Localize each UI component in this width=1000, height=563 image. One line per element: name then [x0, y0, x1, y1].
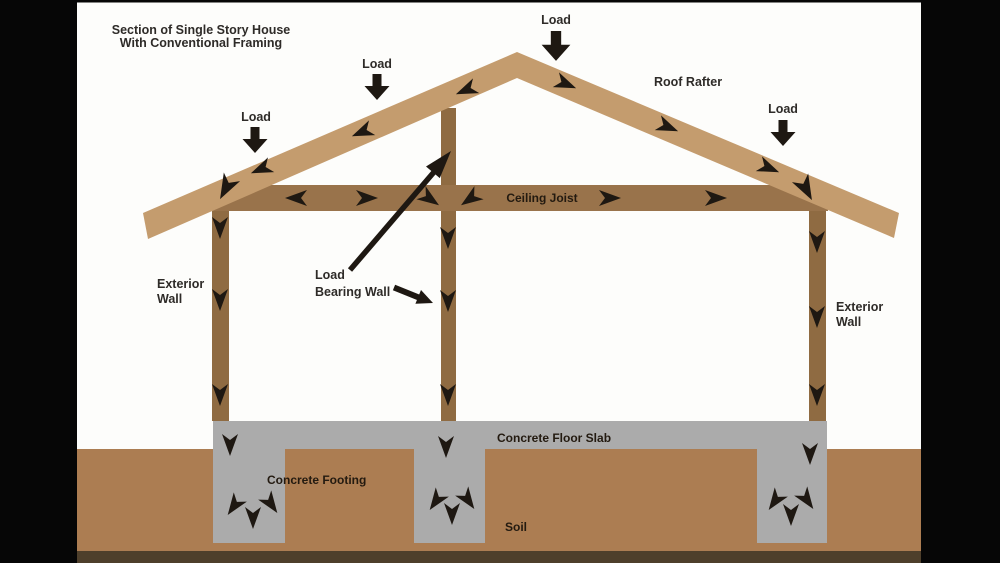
exterior-wall-right	[809, 190, 826, 421]
load-bearing-wall-short-arrow-head	[415, 290, 433, 304]
label-exterior-wall-right-line2: Wall	[836, 315, 861, 329]
top-border-line	[0, 0, 1000, 3]
label-exterior-wall-left-line1: Exterior	[157, 277, 204, 291]
label-load-midleft: Load	[362, 57, 392, 71]
label-concrete-footing: Concrete Footing	[267, 473, 366, 487]
load-bearing-wall-pointer-shaft	[347, 170, 437, 272]
label-load-bearing-wall-line2: Bearing Wall	[315, 285, 390, 299]
concrete-footing-center	[414, 421, 485, 543]
label-load-left: Load	[241, 110, 271, 124]
label-load-right: Load	[768, 102, 798, 116]
load-bearing-wall-pointers	[347, 151, 451, 304]
diagram-title-line2: With Conventional Framing	[120, 36, 282, 50]
label-soil: Soil	[505, 520, 527, 534]
load-bearing-wall-short-arrow-shaft	[392, 284, 422, 301]
label-exterior-wall-right-line1: Exterior	[836, 300, 883, 314]
label-ceiling-joist: Ceiling Joist	[506, 191, 577, 205]
roof-rafter-left	[143, 52, 517, 239]
concrete-floor-slab	[213, 421, 827, 449]
diagram-title-line1: Section of Single Story House	[112, 23, 291, 37]
label-load-top: Load	[541, 13, 571, 27]
label-concrete-floor-slab: Concrete Floor Slab	[497, 431, 611, 445]
label-roof-rafter: Roof Rafter	[654, 75, 722, 89]
label-exterior-wall-left-line2: Wall	[157, 292, 182, 306]
letterbox-bar-left	[0, 0, 77, 563]
load-bearing-wall-pointer-head	[426, 151, 451, 179]
soil-shadow-band	[77, 551, 921, 563]
concrete-footing-right	[757, 421, 827, 543]
letterbox-bar-right	[921, 0, 1000, 563]
label-load-bearing-wall-line1: Load	[315, 268, 345, 282]
